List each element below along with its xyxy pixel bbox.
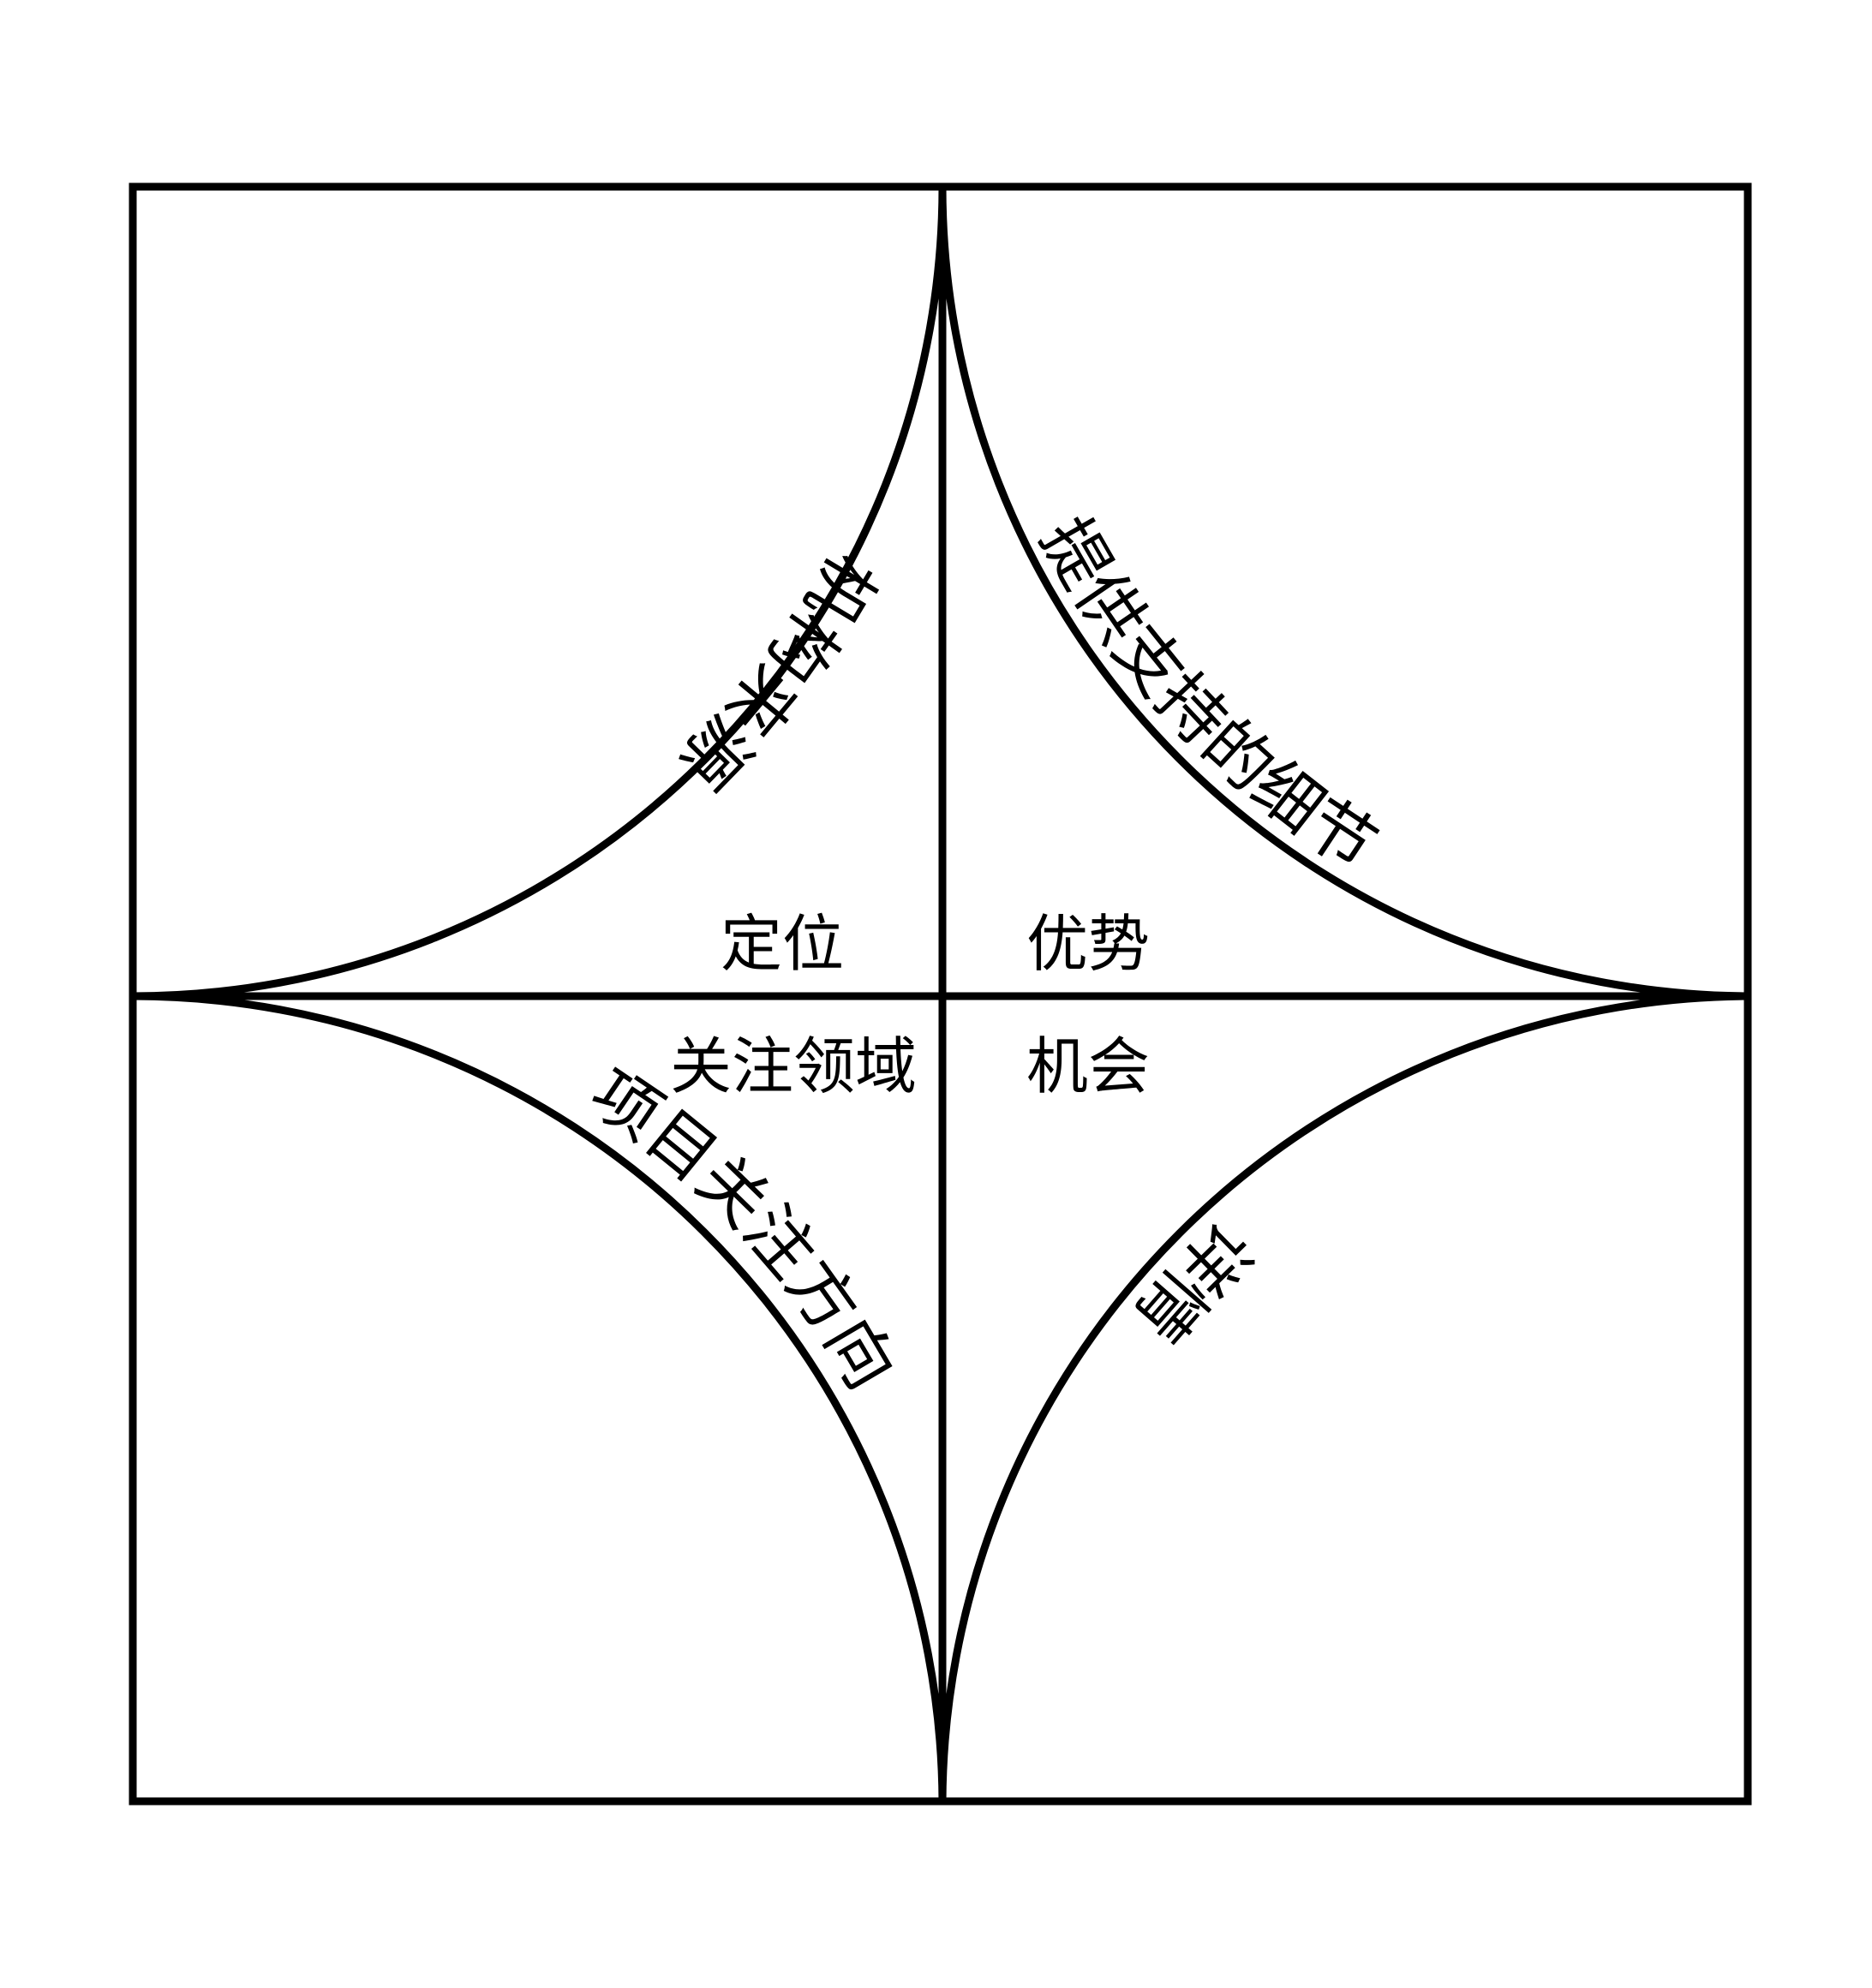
quadrant-label-top-left: 定位 [721, 908, 844, 980]
arc-top-right [938, 186, 1749, 1000]
arc-label-top-right: 提供支持的细节 [1026, 505, 1390, 887]
arc-label-bottom-left: 项目关注方向 [577, 1054, 910, 1402]
arc-text-top-left: 机构来源 [664, 540, 890, 802]
arc-text-bottom-left: 项目关注方向 [577, 1054, 910, 1402]
quadrant-label-bottom-right: 机会 [1026, 1030, 1150, 1102]
quadrant-label-top-right: 优势 [1026, 908, 1150, 980]
arc-top-left [132, 186, 947, 1000]
arc-label-top-left: 机构来源 [664, 540, 890, 802]
arc-text-bottom-right: 详情 [1120, 1207, 1266, 1356]
quadrant-label-bottom-left: 关注领域 [670, 1030, 917, 1102]
arc-bottom-right [938, 992, 1749, 1802]
arc-text-top-right: 提供支持的细节 [1026, 505, 1390, 887]
arc-label-bottom-right: 详情 [1120, 1207, 1266, 1356]
arc-bottom-left [132, 992, 947, 1802]
